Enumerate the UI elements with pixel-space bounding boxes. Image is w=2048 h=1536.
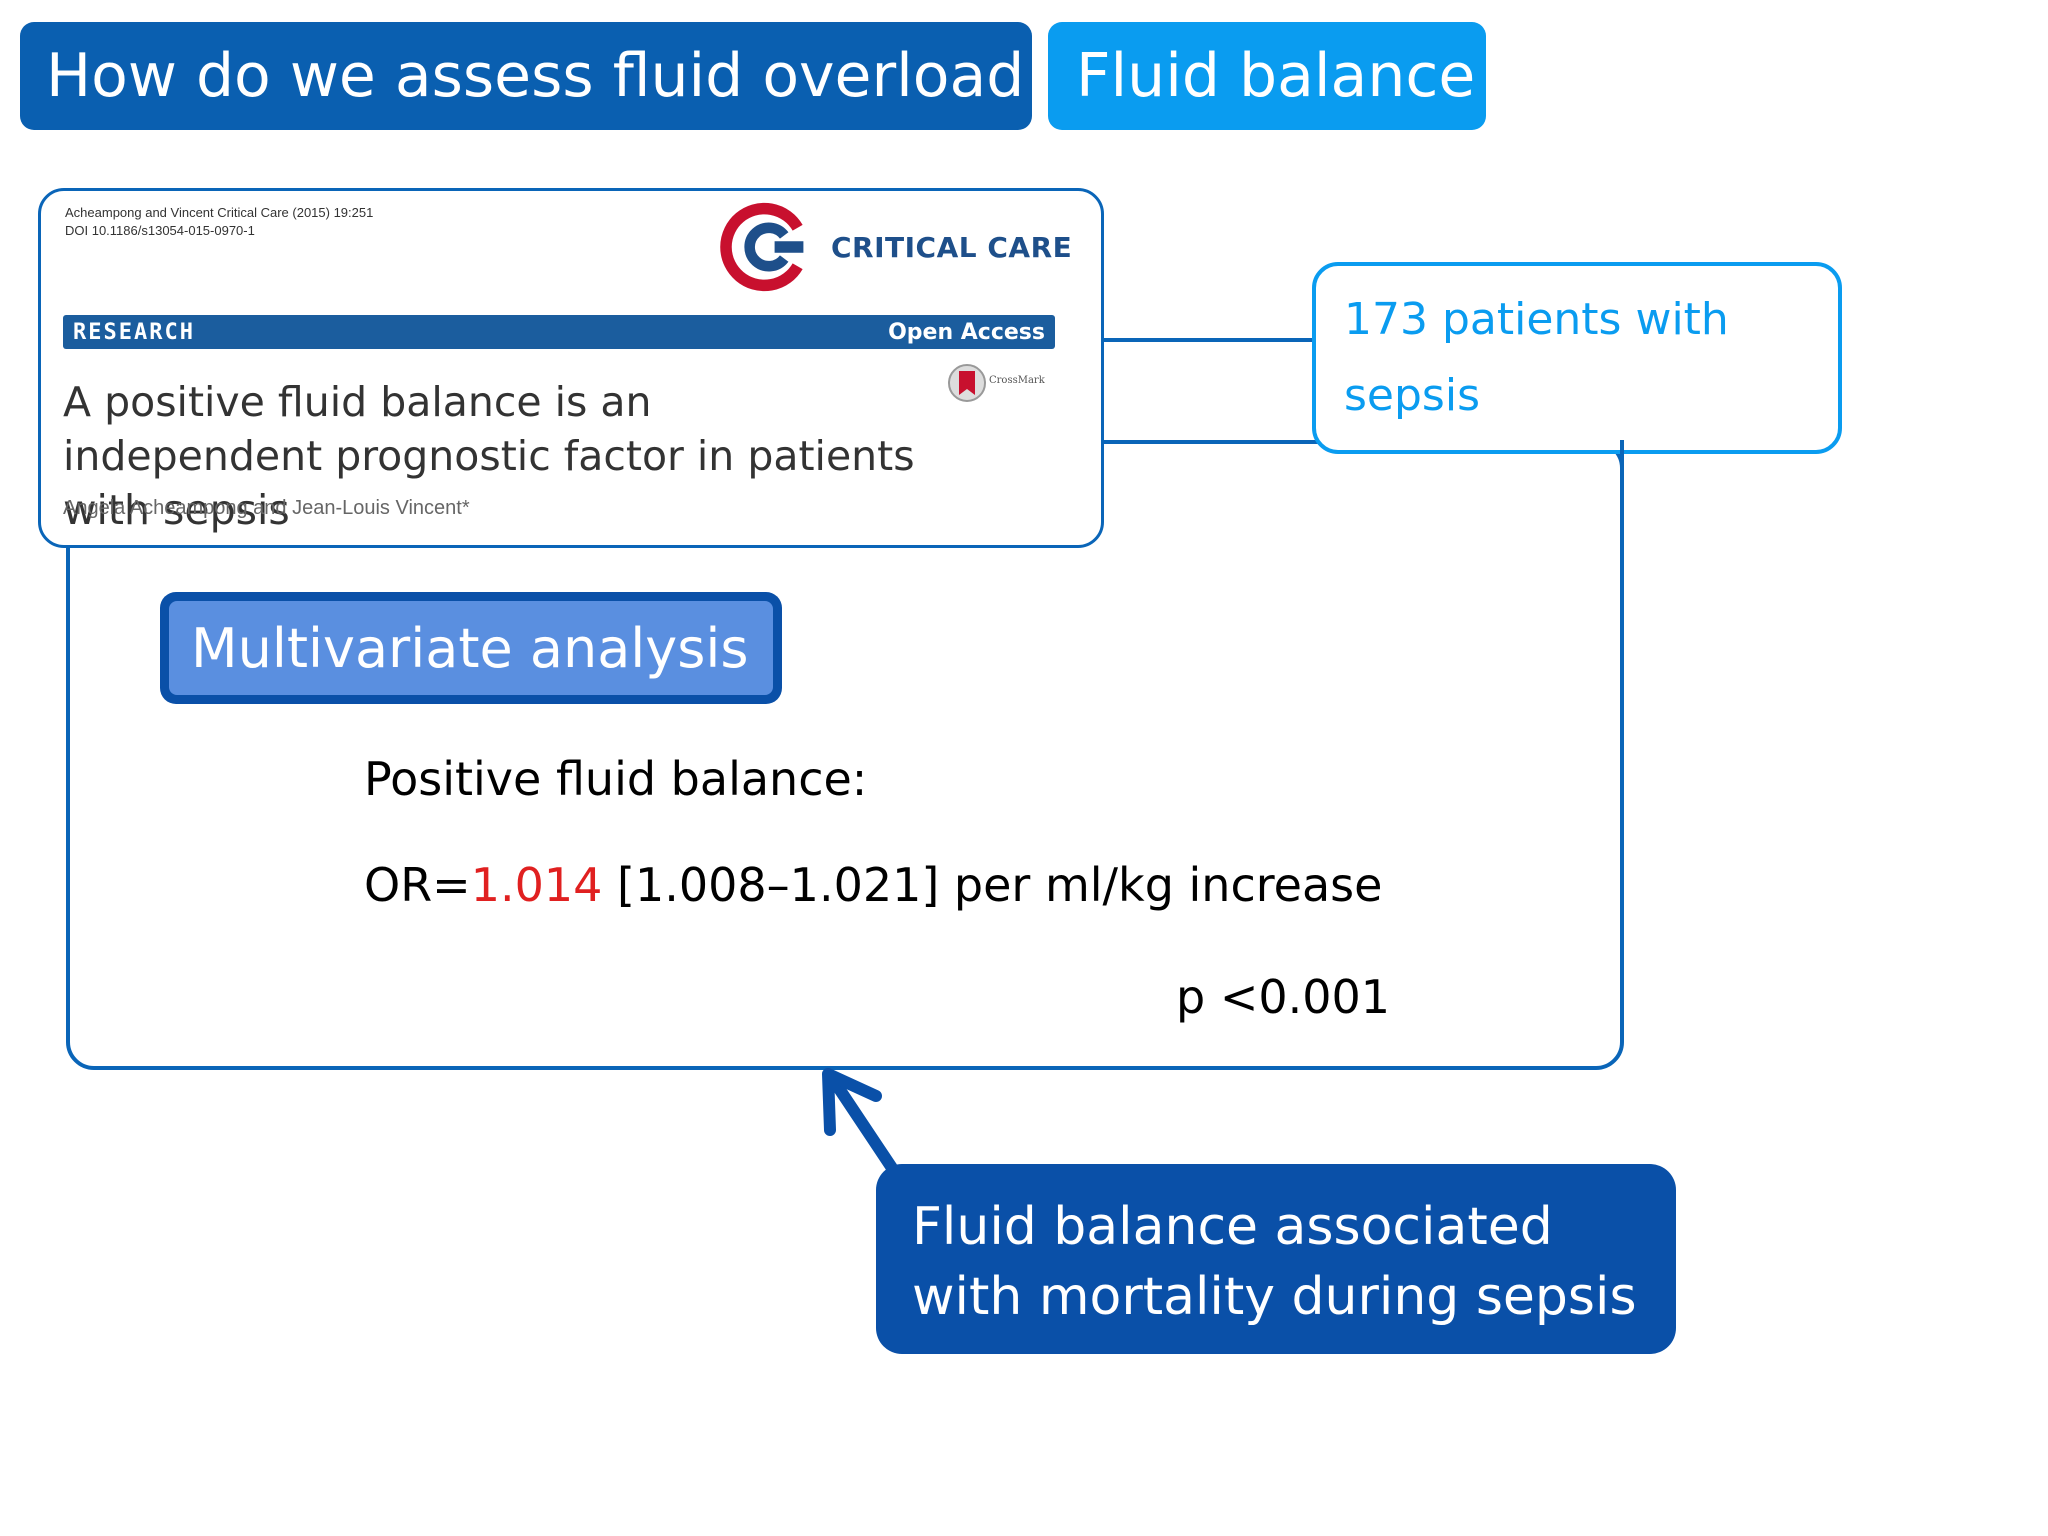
header-topic: Fluid balance	[1048, 22, 1486, 130]
patients-callout: 173 patients with sepsis	[1312, 262, 1842, 454]
paper-title: A positive fluid balance is an independe…	[63, 378, 915, 534]
crossmark-icon	[948, 364, 986, 402]
header-question: How do we assess fluid overload ?	[20, 22, 1075, 130]
journal-name: CRITICAL CARE	[831, 231, 1073, 264]
patients-count-text: 173 patients with sepsis	[1344, 294, 1729, 421]
paper-header-card: Acheampong and Vincent Critical Care (20…	[38, 188, 1104, 548]
open-access-label: Open Access	[888, 319, 1045, 345]
conclusion-callout: Fluid balance associated with mortality …	[876, 1164, 1676, 1354]
citation-line-1: Acheampong and Vincent Critical Care (20…	[65, 205, 374, 220]
citation-line-2: DOI 10.1186/s13054-015-0970-1	[65, 223, 255, 238]
research-banner: RESEARCH Open Access	[63, 315, 1055, 349]
p-value: p <0.001	[1176, 970, 1391, 1024]
research-label: RESEARCH	[73, 319, 195, 345]
crossmark-label: CrossMark	[989, 375, 1045, 386]
multivariate-analysis-label: Multivariate analysis	[160, 592, 782, 704]
connector-line-horizontal	[1096, 338, 1314, 342]
odds-ratio-line: OR=1.014 [1.008–1.021] per ml/kg increas…	[364, 858, 1382, 912]
paper-authors: Angela Acheampong and Jean-Louis Vincent…	[63, 497, 470, 519]
conclusion-text: Fluid balance associated with mortality …	[912, 1197, 1637, 1327]
result-heading: Positive fluid balance:	[364, 752, 868, 806]
critical-care-logo-icon	[720, 202, 804, 292]
odds-ratio-prefix: OR=	[364, 858, 471, 912]
odds-ratio-value: 1.014	[470, 858, 603, 912]
arrow-up-left-icon	[822, 1068, 906, 1186]
multivariate-analysis-text: Multivariate analysis	[169, 601, 773, 695]
odds-ratio-interval: [1.008–1.021] per ml/kg increase	[602, 858, 1383, 912]
connector-line-vertical	[1620, 440, 1624, 480]
